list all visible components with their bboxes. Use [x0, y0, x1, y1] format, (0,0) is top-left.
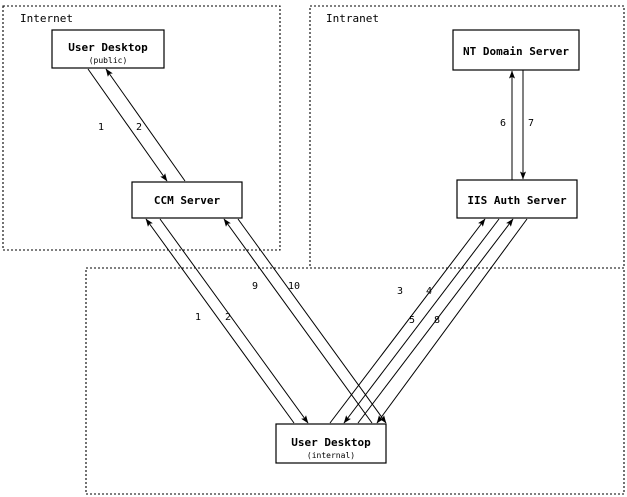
zone-internal-box — [85, 267, 625, 495]
node-nt-domain-server[interactable]: NT Domain Server — [452, 29, 580, 71]
node-title-iis-auth-server: IIS Auth Server — [467, 194, 567, 207]
flow-line-3 — [329, 218, 486, 424]
flow-label-5: 5 — [409, 315, 415, 326]
flow-label-7: 7 — [528, 118, 534, 129]
zone-internet-box — [2, 5, 281, 251]
flow-label-1-public: 1 — [98, 122, 104, 133]
node-ccm-server[interactable]: CCM Server — [131, 181, 243, 219]
node-box-user-desktop-public[interactable] — [51, 29, 165, 69]
zone-label-intranet: Intranet — [326, 12, 379, 25]
flow-label-2-internal: 2 — [225, 312, 231, 323]
node-sub-user-desktop-internal: (internal) — [307, 451, 355, 460]
flow-label-1-internal: 1 — [195, 312, 201, 323]
node-user-desktop-internal[interactable]: User Desktop (internal) — [275, 423, 387, 464]
flow-line-10 — [237, 218, 387, 424]
zone-boundaries — [2, 5, 625, 495]
node-title-nt-domain-server: NT Domain Server — [463, 45, 569, 58]
node-sub-user-desktop-public: (public) — [89, 56, 128, 65]
flow-label-6: 6 — [500, 118, 506, 129]
zone-label-internet: Internet — [20, 12, 73, 25]
node-box-ccm-server[interactable] — [131, 181, 243, 219]
flow-label-4: 4 — [426, 286, 432, 297]
flow-label-2-public: 2 — [136, 122, 142, 133]
flow-lines — [87, 68, 528, 424]
flow-label-10: 10 — [288, 281, 300, 292]
node-box-user-desktop-internal[interactable] — [275, 423, 387, 464]
flow-label-8: 8 — [434, 315, 440, 326]
flow-line-9 — [223, 218, 373, 424]
node-user-desktop-public[interactable]: User Desktop (public) — [51, 29, 165, 69]
flow-label-9: 9 — [252, 281, 258, 292]
flow-line-2-internal — [159, 218, 309, 424]
flow-line-1-public — [87, 68, 168, 182]
node-iis-auth-server[interactable]: IIS Auth Server — [456, 179, 578, 219]
flow-label-3: 3 — [397, 286, 403, 297]
flow-line-5 — [357, 218, 514, 424]
flow-line-2-public — [105, 68, 186, 182]
flow-labels: 1 2 6 7 1 2 9 10 3 4 5 8 — [98, 118, 534, 326]
node-title-user-desktop-internal: User Desktop — [291, 436, 371, 449]
node-title-ccm-server: CCM Server — [154, 194, 221, 207]
node-box-nt-domain-server[interactable] — [452, 29, 580, 71]
node-title-user-desktop-public: User Desktop — [68, 41, 148, 54]
flow-line-4 — [343, 218, 500, 424]
flow-line-1-internal — [145, 218, 295, 424]
node-box-iis-auth-server[interactable] — [456, 179, 578, 219]
flow-line-8 — [376, 218, 528, 424]
